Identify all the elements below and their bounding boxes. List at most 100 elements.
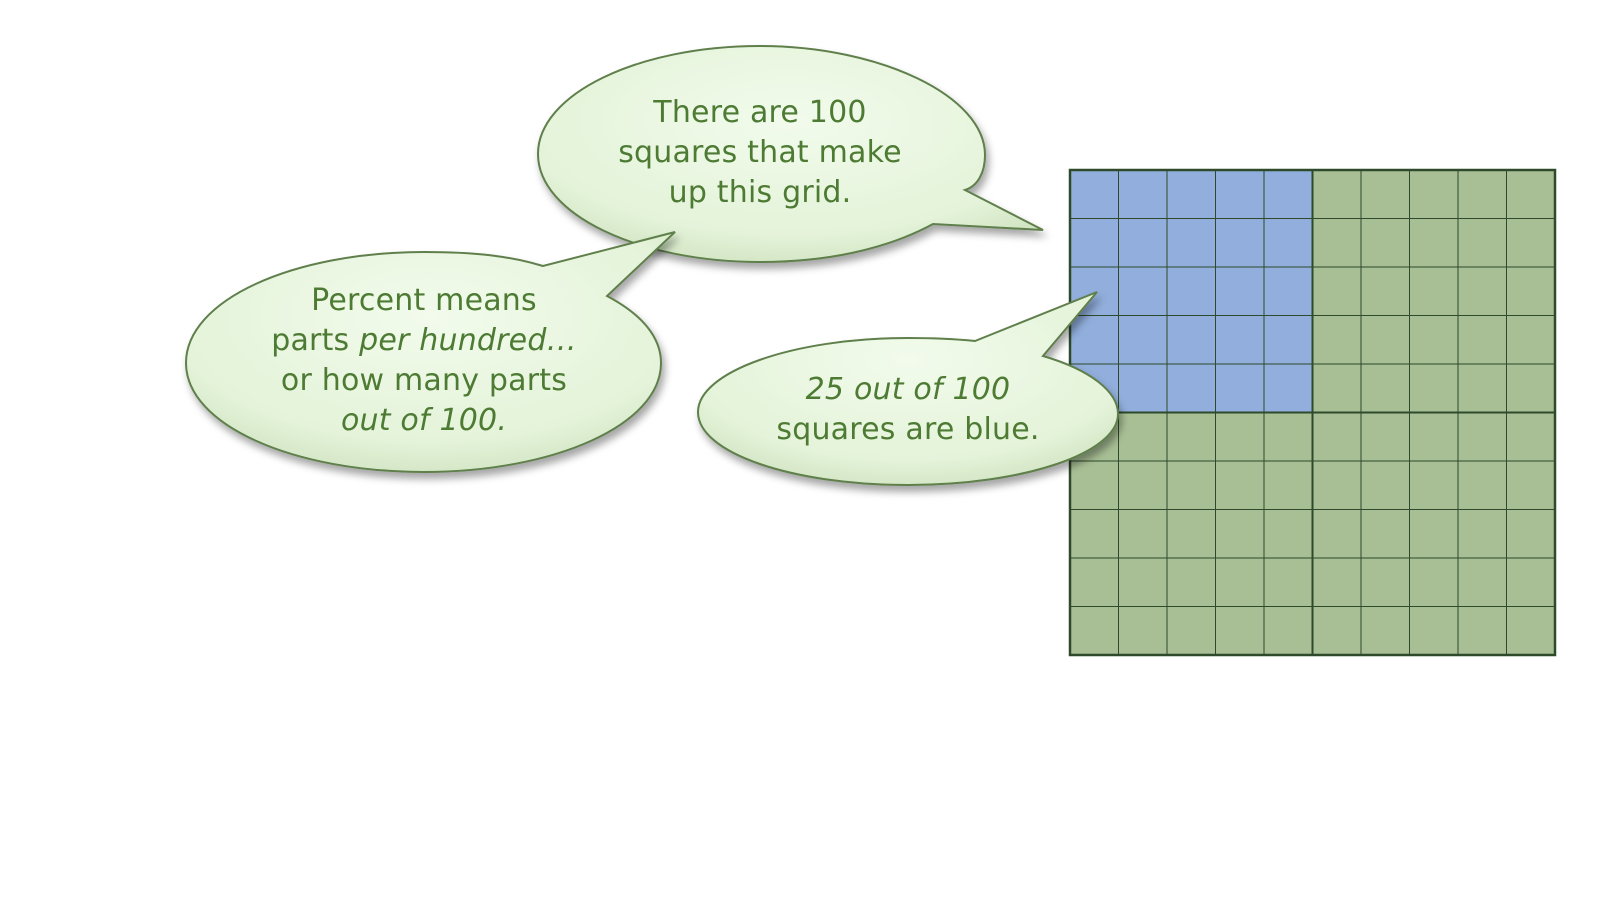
grid-square-green <box>1312 557 1362 607</box>
grid-square-green <box>1506 169 1556 219</box>
bubble-middle-text: 25 out of 100 squares are blue. <box>738 370 1078 450</box>
grid-square-green <box>1215 557 1265 607</box>
grid-square-green <box>1312 315 1362 365</box>
grid-square-green <box>1263 557 1313 607</box>
grid-square-green <box>1409 557 1459 607</box>
grid-square-blue <box>1118 363 1168 413</box>
grid-square-blue <box>1215 363 1265 413</box>
grid-square-green <box>1409 412 1459 462</box>
grid-square-green <box>1312 266 1362 316</box>
grid-square-green <box>1409 218 1459 268</box>
grid-square-green <box>1506 218 1556 268</box>
grid-square-green <box>1312 169 1362 219</box>
grid-square-green <box>1360 315 1410 365</box>
grid-square-blue <box>1215 169 1265 219</box>
grid-square-green <box>1312 606 1362 656</box>
bubble-left-line-4: out of 100. <box>340 403 508 438</box>
grid-square-green <box>1457 412 1507 462</box>
bubble-left-line-2b: per hundred… <box>359 323 577 358</box>
grid-square-green <box>1360 218 1410 268</box>
bubble-left-shape <box>184 231 676 474</box>
grid-square-blue <box>1166 266 1216 316</box>
bubble-top-text: There are 100 squares that make up this … <box>580 93 940 213</box>
grid-square-green <box>1263 509 1313 559</box>
grid-square-green <box>1360 606 1410 656</box>
grid-square-green <box>1457 363 1507 413</box>
grid-square-green <box>1409 169 1459 219</box>
hundred-grid <box>1068 168 1557 657</box>
grid-square-green <box>1263 460 1313 510</box>
bubble-top-shape <box>536 44 1044 264</box>
grid-square-blue <box>1069 169 1119 219</box>
grid-square-blue <box>1166 315 1216 365</box>
grid-square-green <box>1215 460 1265 510</box>
grid-square-green <box>1118 412 1168 462</box>
grid-square-green <box>1506 606 1556 656</box>
grid-square-green <box>1457 460 1507 510</box>
grid-square-green <box>1312 218 1362 268</box>
grid-square-green <box>1409 460 1459 510</box>
bubble-left <box>184 231 676 474</box>
grid-square-green <box>1166 606 1216 656</box>
bubble-top-line-2: squares that make <box>618 135 902 170</box>
grid-square-green <box>1118 509 1168 559</box>
grid-square-green <box>1409 363 1459 413</box>
grid-square-green <box>1506 509 1556 559</box>
grid-square-green <box>1457 557 1507 607</box>
grid-square-blue <box>1166 363 1216 413</box>
grid-square-green <box>1506 315 1556 365</box>
bubble-middle-line-2: squares are blue. <box>776 412 1040 447</box>
grid-square-green <box>1457 218 1507 268</box>
grid-square-green <box>1069 606 1119 656</box>
grid-square-green <box>1069 460 1119 510</box>
grid-square-green <box>1360 266 1410 316</box>
grid-square-blue <box>1118 266 1168 316</box>
grid-square-blue <box>1118 218 1168 268</box>
grid-square-green <box>1409 315 1459 365</box>
grid-square-green <box>1409 606 1459 656</box>
grid-square-green <box>1360 460 1410 510</box>
grid-square-green <box>1215 509 1265 559</box>
grid-square-green <box>1312 363 1362 413</box>
bubble-middle-line-1: 25 out of 100 <box>805 372 1011 407</box>
grid-square-green <box>1215 412 1265 462</box>
grid-square-green <box>1215 606 1265 656</box>
bubble-left-line-2: parts per hundred… <box>234 321 614 361</box>
grid-square-green <box>1312 509 1362 559</box>
grid-square-green <box>1360 412 1410 462</box>
grid-square-green <box>1166 412 1216 462</box>
grid-square-blue <box>1215 266 1265 316</box>
grid-square-blue <box>1263 169 1313 219</box>
grid-square-green <box>1360 363 1410 413</box>
grid-square-green <box>1506 363 1556 413</box>
bubble-left-text: Percent means parts per hundred… or how … <box>234 281 614 441</box>
grid-square-green <box>1409 509 1459 559</box>
grid-square-green <box>1409 266 1459 316</box>
grid-square-blue <box>1166 169 1216 219</box>
bubble-left-line-1: Percent means <box>311 283 537 318</box>
grid-square-green <box>1263 606 1313 656</box>
grid-square-blue <box>1215 315 1265 365</box>
grid-square-green <box>1069 509 1119 559</box>
grid-square-blue <box>1263 363 1313 413</box>
grid-square-green <box>1118 460 1168 510</box>
grid-square-blue <box>1263 266 1313 316</box>
grid-square-green <box>1312 460 1362 510</box>
grid-square-green <box>1118 557 1168 607</box>
grid-square-green <box>1360 169 1410 219</box>
grid-square-blue <box>1069 315 1119 365</box>
grid-square-green <box>1166 509 1216 559</box>
bubble-left-line-3: or how many parts <box>280 363 568 398</box>
grid-square-green <box>1457 606 1507 656</box>
bubble-top-line-1: There are 100 <box>653 95 867 130</box>
grid-square-green <box>1457 169 1507 219</box>
grid-square-green <box>1506 460 1556 510</box>
grid-square-blue <box>1215 218 1265 268</box>
grid-square-green <box>1506 557 1556 607</box>
grid-square-green <box>1166 460 1216 510</box>
grid-square-blue <box>1263 315 1313 365</box>
grid-square-green <box>1506 266 1556 316</box>
grid-square-green <box>1312 412 1362 462</box>
grid-square-green <box>1360 557 1410 607</box>
